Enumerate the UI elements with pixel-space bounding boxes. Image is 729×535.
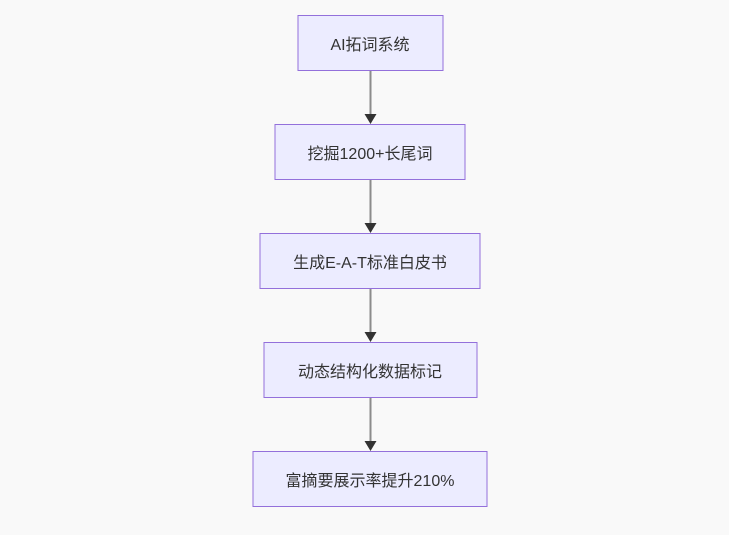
flow-node-label: 生成E-A-T标准白皮书	[293, 255, 447, 272]
arrow-connector	[364, 289, 376, 342]
flow-node: AI拓词系统	[297, 15, 443, 71]
flow-node-label: 动态结构化数据标记	[297, 364, 442, 381]
arrow-line	[369, 180, 371, 224]
flowchart: AI拓词系统 挖掘1200+长尾词 生成E-A-T标准白皮书 动态结构化数据标记	[252, 15, 488, 507]
arrow-line	[369, 398, 371, 442]
arrow-down-icon	[364, 223, 376, 233]
flow-node-label: AI拓词系统	[330, 37, 410, 54]
arrow-connector	[364, 180, 376, 233]
arrow-connector	[364, 71, 376, 124]
flow-node: 生成E-A-T标准白皮书	[259, 233, 481, 289]
arrow-line	[369, 71, 371, 115]
arrow-line	[369, 289, 371, 333]
flow-node: 动态结构化数据标记	[263, 342, 477, 398]
flow-node-label: 挖掘1200+长尾词	[307, 146, 433, 163]
arrow-connector	[364, 398, 376, 451]
flow-node: 挖掘1200+长尾词	[274, 124, 466, 180]
flow-node-label: 富摘要展示率提升210%	[285, 473, 455, 490]
arrow-down-icon	[364, 441, 376, 451]
flow-node: 富摘要展示率提升210%	[252, 451, 488, 507]
arrow-down-icon	[364, 332, 376, 342]
arrow-down-icon	[364, 114, 376, 124]
